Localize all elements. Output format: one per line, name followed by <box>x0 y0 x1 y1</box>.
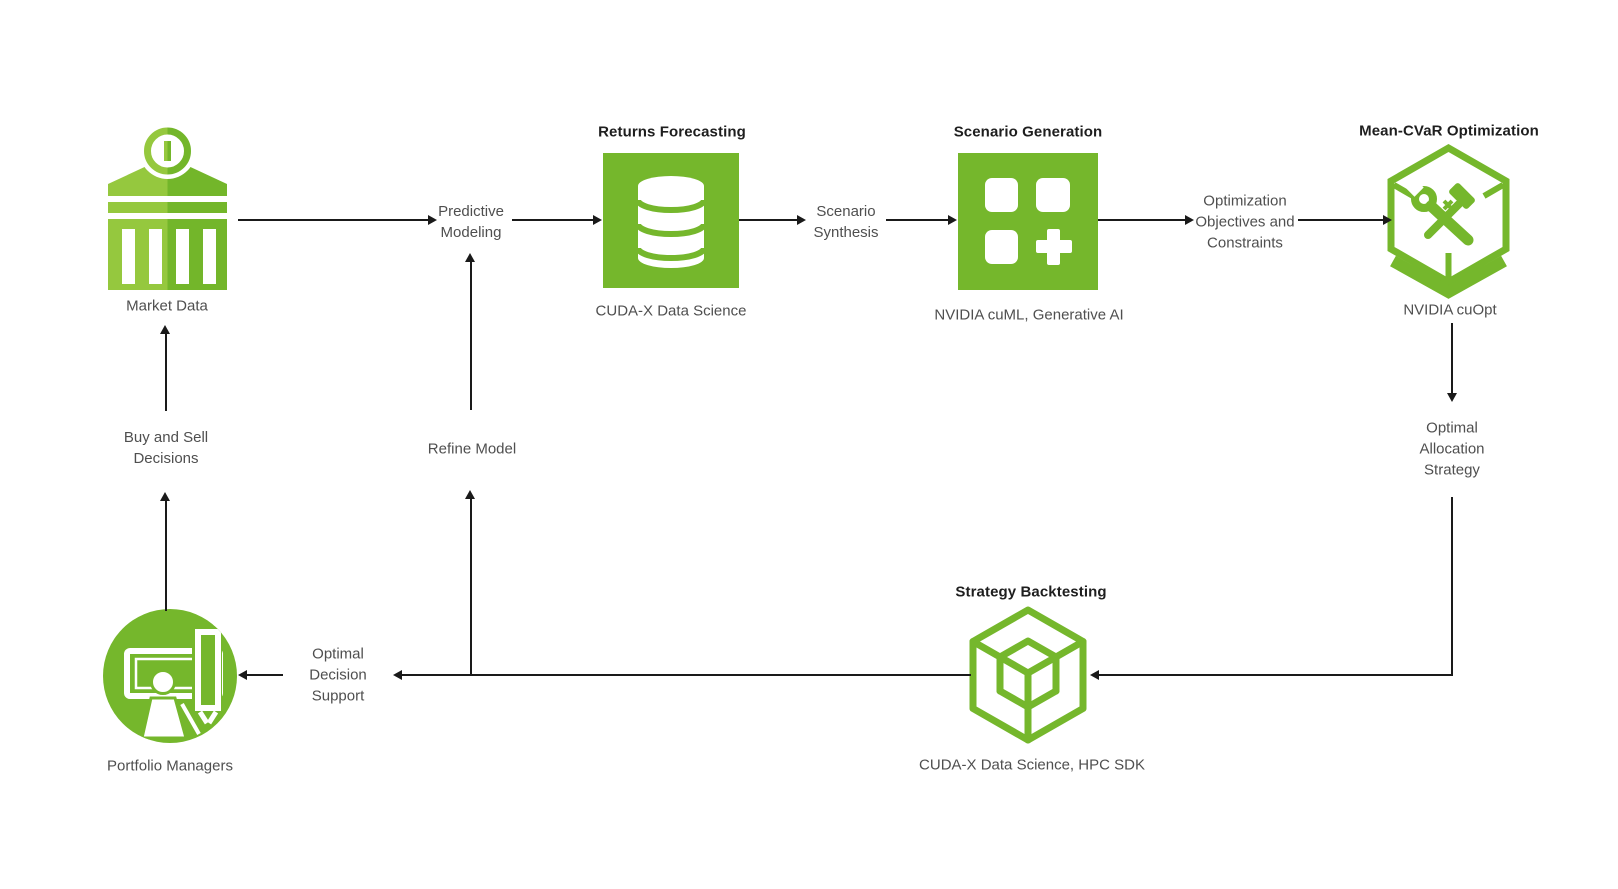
optimal-allocation-label: Optimal Allocation Strategy <box>1419 419 1485 479</box>
refine-model-label: Refine Model <box>427 440 517 458</box>
strategy-backtesting-tech: CUDA-X Data Science, HPC SDK <box>919 756 1145 774</box>
arrow-returns-to-synthesis <box>739 219 797 221</box>
arrow-refine-to-predictive <box>470 262 472 410</box>
arrowhead-up-icon <box>160 492 170 501</box>
arrow-synthesis-to-scenario <box>886 219 948 221</box>
hexagon-tools-icon <box>1387 143 1510 299</box>
arrowhead-right-icon <box>948 215 957 225</box>
returns-forecasting-box <box>603 153 739 288</box>
strategy-backtesting-title: Strategy Backtesting <box>955 583 1107 601</box>
predictive-modeling-label: Predictive Modeling <box>438 203 504 241</box>
market-data-label: Market Data <box>126 297 208 315</box>
arrowhead-right-icon <box>1383 215 1392 225</box>
arrowhead-right-icon <box>428 215 437 225</box>
grid-plus-icon <box>985 178 1072 265</box>
returns-forecasting-title: Returns Forecasting <box>598 123 746 141</box>
mean-cvar-title: Mean-CVaR Optimization <box>1359 122 1539 140</box>
arrow-objectives-to-cvar <box>1298 219 1383 221</box>
presenter-screen-icon <box>103 609 237 743</box>
line-portfolio-to-buysell <box>165 501 167 611</box>
arrow-predictive-to-returns <box>512 219 593 221</box>
arrowhead-up-icon <box>465 253 475 262</box>
line-refine-lower <box>470 499 472 676</box>
arrowhead-left-icon <box>393 670 402 680</box>
arrow-buysell-to-market <box>165 334 167 411</box>
arrowhead-right-icon <box>1185 215 1194 225</box>
bank-coin-icon <box>108 123 227 290</box>
arrowhead-left-icon <box>1090 670 1099 680</box>
arrow-scenario-to-objectives <box>1098 219 1185 221</box>
scenario-generation-tech: NVIDIA cuML, Generative AI <box>934 306 1124 324</box>
line-allocation-down <box>1451 497 1453 676</box>
line-allocation-to-backtesting <box>1099 674 1453 676</box>
scenario-synthesis-label: Scenario Synthesis <box>813 203 879 241</box>
arrowhead-right-icon <box>797 215 806 225</box>
optimization-objectives-label: Optimization Objectives and Constraints <box>1195 192 1295 252</box>
arrowhead-down-icon <box>1447 393 1457 402</box>
returns-forecasting-tech: CUDA-X Data Science <box>595 302 747 320</box>
optimal-decision-label: Optimal Decision Support <box>309 645 367 705</box>
mean-cvar-tech: NVIDIA cuOpt <box>1403 301 1497 319</box>
arrow-market-to-predictive <box>238 219 428 221</box>
arrow-cuopt-to-allocation <box>1451 323 1453 393</box>
scenario-generation-title: Scenario Generation <box>953 123 1103 141</box>
scenario-generation-box <box>958 153 1098 290</box>
buy-sell-decisions-label: Buy and Sell Decisions <box>123 429 209 467</box>
arrowhead-up-icon <box>160 325 170 334</box>
portfolio-managers-label: Portfolio Managers <box>107 757 233 775</box>
wrench-hammer-icon <box>1405 178 1475 246</box>
cube-module-icon <box>969 606 1087 744</box>
arrowhead-left-icon <box>238 670 247 680</box>
line-backtesting-to-decision <box>402 674 971 676</box>
arrowhead-right-icon <box>593 215 602 225</box>
arrowhead-up-icon <box>465 490 475 499</box>
arrow-decision-to-portfolio <box>247 674 283 676</box>
database-icon <box>635 176 707 268</box>
